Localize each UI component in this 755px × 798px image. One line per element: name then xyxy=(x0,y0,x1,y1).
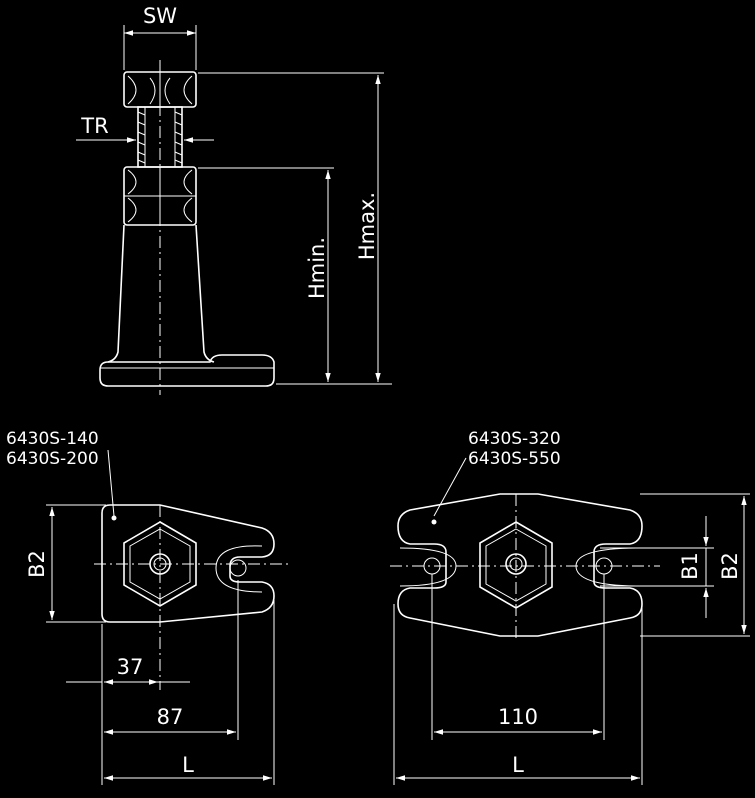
b2-dimension-large: B2 xyxy=(640,493,750,637)
model-label-140: 6430S-140 xyxy=(6,429,99,449)
slot-right-large xyxy=(575,547,641,587)
dim-l-small: L xyxy=(104,600,275,785)
dim-87-label: 87 xyxy=(157,705,184,729)
model-leader-small xyxy=(107,449,115,517)
b2-dimension-small: B2 xyxy=(25,504,106,623)
dim-l-label-large: L xyxy=(512,753,524,777)
model-label-320: 6430S-320 xyxy=(468,429,561,449)
dim-37-label: 37 xyxy=(117,655,144,679)
dim-37: 37 xyxy=(66,624,190,785)
tapered-body xyxy=(107,224,215,363)
hmin-dimension: Hmin. xyxy=(198,167,350,385)
b2-label-small: B2 xyxy=(25,550,49,578)
base-foot xyxy=(99,354,275,387)
dim-87: 87 xyxy=(104,580,239,740)
dim-110-label: 110 xyxy=(498,705,538,729)
dim-110: 110 xyxy=(431,574,605,740)
dim-l-large: L xyxy=(393,604,643,785)
slot-left-large xyxy=(399,547,457,587)
b1-label: B1 xyxy=(678,552,702,580)
plate-outline-small xyxy=(101,504,275,623)
threaded-spindle xyxy=(137,106,183,168)
dim-l-label-small: L xyxy=(182,753,194,777)
hmax-dimension: Hmax. xyxy=(198,72,392,385)
plan-view-small: 6430S-140 6430S-200 B2 xyxy=(6,429,290,785)
tr-dimension: TR xyxy=(76,114,214,143)
side-view: SW TR Hmin. Hmax. xyxy=(76,4,392,395)
sw-dimension: SW xyxy=(123,4,197,70)
model-leader-large xyxy=(433,457,467,517)
sw-label: SW xyxy=(143,4,177,28)
slot-small xyxy=(215,545,263,593)
hmin-label: Hmin. xyxy=(305,237,329,299)
b1-dimension: B1 xyxy=(600,516,714,618)
plan-view-large: 6430S-320 6430S-550 B1 xyxy=(390,429,750,785)
b2-label-large: B2 xyxy=(718,552,742,580)
model-label-200: 6430S-200 xyxy=(6,449,99,469)
hmax-label: Hmax. xyxy=(355,192,379,260)
plate-outline-large xyxy=(397,493,643,637)
model-label-550: 6430S-550 xyxy=(468,449,561,469)
tr-label: TR xyxy=(80,114,108,138)
